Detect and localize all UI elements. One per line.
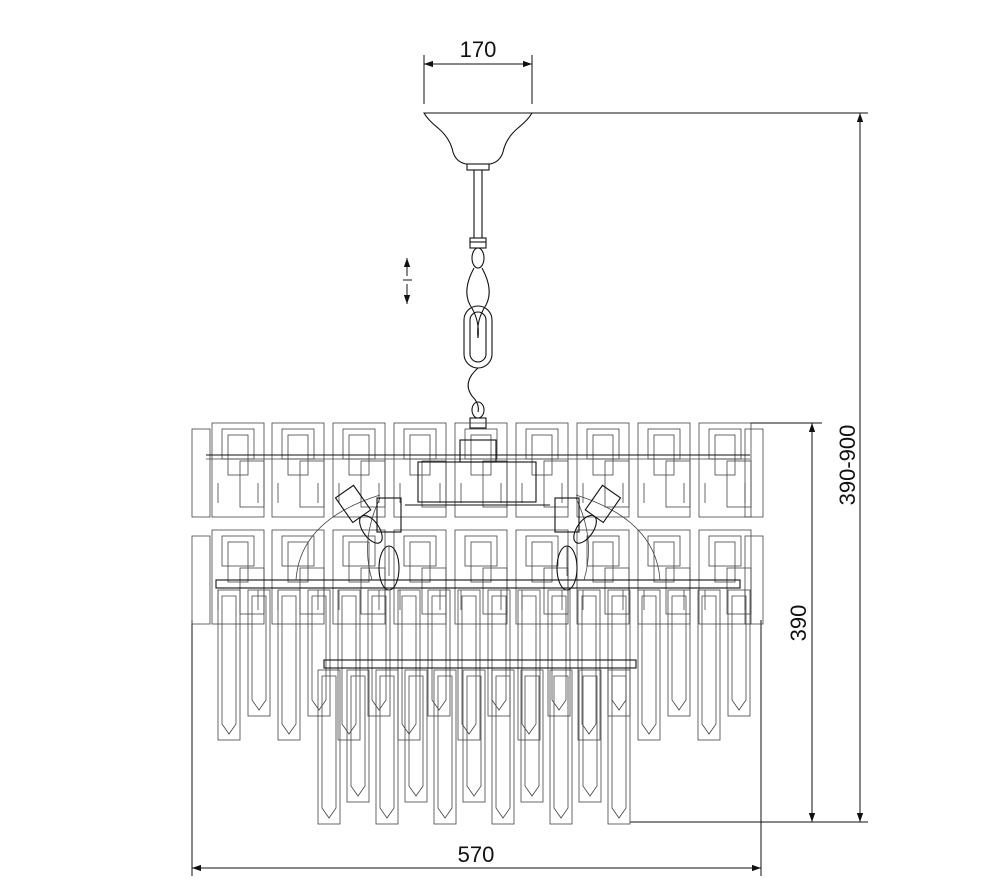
prism-crystal [520,669,544,803]
crystal-plate [576,529,630,625]
bulb-holders [334,484,622,591]
prism-crystal [697,589,721,741]
prism-crystal [607,589,631,717]
prism-crystal [217,589,241,741]
prism-crystal [367,589,391,717]
prism-crystal [375,669,399,825]
angled-bulb [573,484,622,544]
lower-ring [323,659,637,669]
dimension-overall-height: 390-900 [532,112,868,823]
middle-crystal-tier [217,589,751,741]
prism-crystal [337,589,361,741]
lower-crystal-tier [317,659,637,825]
suspension-rod [469,170,487,249]
prism-crystal [578,669,602,803]
crystal-plate [393,422,447,518]
hub-cap [459,439,497,463]
prism-crystal [547,589,571,717]
canopy-width-label: 170 [460,37,497,62]
chandelier-frame [206,439,750,589]
crystal-plate [515,529,569,625]
body-height-label: 390 [786,605,811,642]
arm-right [575,494,661,581]
prism-crystal [491,669,515,825]
side-plate-right [744,535,764,625]
suspension-chain [463,247,493,429]
prism-crystal [517,589,541,741]
angled-bulb [334,484,383,544]
prism-crystal [727,589,751,717]
adjustable-length-icon [403,258,412,304]
crystal-plate [576,422,630,518]
prism-crystal [462,669,486,803]
crystal-plate [211,422,265,518]
side-plate-left [191,428,211,518]
prism-crystal [667,589,691,717]
prism-crystal [277,589,301,741]
overall-height-label: 390-900 [835,425,860,506]
crystal-plate [271,529,325,625]
prism-crystal [577,589,601,741]
crystal-plate [454,422,508,518]
overall-width-label: 570 [458,842,495,867]
prism-crystal [549,669,573,825]
prism-crystal [607,669,631,825]
prism-crystal [247,589,271,717]
crystal-plate [698,422,752,518]
arm-left [295,494,381,581]
arm-right-inner [575,497,589,581]
prism-crystal [637,589,661,741]
crystal-plate [637,529,691,625]
dimension-body-height: 390 [630,422,822,823]
crystal-plate [271,422,325,518]
prism-crystal [317,669,341,825]
crystal-plate [211,529,265,625]
prism-crystal [307,589,331,717]
crystal-plate [515,422,569,518]
ceiling-canopy [423,112,533,171]
bottom-ring [215,579,741,589]
dimension-overall-width: 570 [191,620,762,876]
prism-crystal [457,589,481,741]
crystal-plate [698,529,752,625]
prism-crystal [427,589,451,717]
crystal-plate [454,529,508,625]
center-hub [417,461,537,503]
side-plate-right [744,428,764,518]
dimension-canopy-width: 170 [423,37,533,104]
prism-crystal [433,669,457,825]
crystal-plate [332,529,386,625]
bulb [376,497,402,591]
prism-crystal [404,669,428,803]
arm-left-inner [367,497,381,581]
side-plate-left [191,535,211,625]
bulb [554,497,580,591]
prism-crystal [346,669,370,803]
crystal-plate [637,422,691,518]
